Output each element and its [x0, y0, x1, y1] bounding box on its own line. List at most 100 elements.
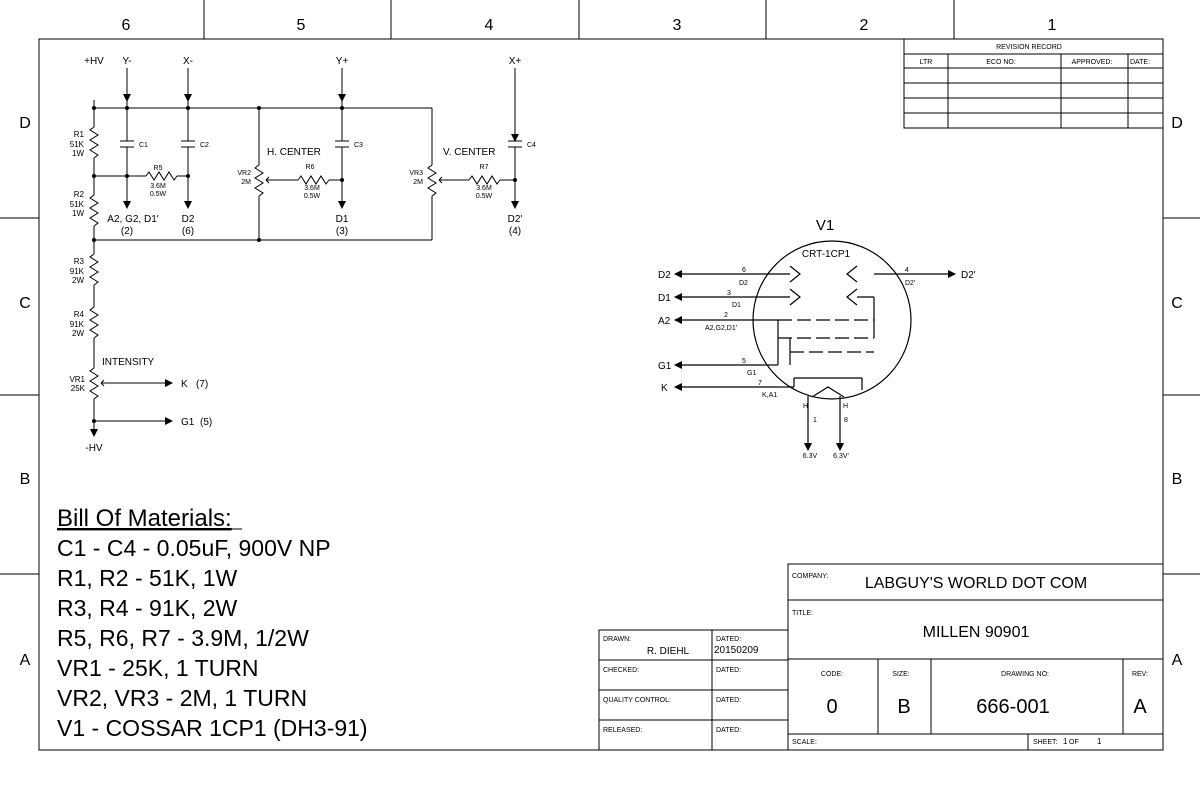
zone-col-1: 1: [1048, 17, 1057, 34]
out-d1-name: D1: [336, 214, 349, 225]
bom-line: R1, R2 - 51K, 1W: [57, 565, 238, 591]
r3-rating: 2W: [72, 276, 84, 285]
bom-line: C1 - C4 - 0.05uF, 900V NP: [57, 535, 331, 561]
out-d2-name: D2: [182, 214, 195, 225]
zone-row-b-left: B: [20, 471, 31, 488]
r2-value: 51K: [70, 200, 85, 209]
c2-ref: C2: [200, 142, 209, 149]
tube-net-g1: G1: [658, 361, 672, 372]
bom-title: Bill Of Materials:: [57, 505, 232, 532]
tube-net-a2: A2: [658, 316, 671, 327]
vr1-resistor: [89, 367, 99, 400]
drawn-dated-label: DATED:: [716, 636, 741, 643]
junction-dots: [92, 106, 517, 423]
network-labels: +HV Y- X- Y+ X+ -HV R1 51K 1W R2 51K 1W …: [69, 56, 536, 454]
title-block: COMPANY: LABGUY'S WORLD DOT COM TITLE: M…: [598, 563, 1164, 751]
zone-col-3: 3: [673, 17, 682, 34]
released-dated-label: DATED:: [716, 727, 741, 734]
zone-col-4: 4: [485, 17, 494, 34]
rail-hv-neg: -HV: [85, 443, 103, 454]
vr3-ref: VR3: [409, 170, 423, 177]
drawing-title: MILLEN 90901: [923, 624, 1030, 641]
r5-resistor: [145, 171, 178, 181]
vr2-ref: VR2: [237, 170, 251, 177]
out-d2p-pin: (4): [509, 226, 521, 237]
rev-header-ltr: LTR: [920, 59, 933, 66]
qc-label: QUALITY CONTROL:: [603, 697, 671, 704]
zone-col-5: 5: [297, 17, 306, 34]
r6-resistor: [297, 175, 330, 185]
zone-row-a-right: A: [1172, 652, 1183, 669]
r4-rating: 2W: [72, 329, 84, 338]
size-label: SIZE:: [892, 671, 910, 678]
r7-rating: 0.5W: [476, 193, 493, 200]
tube-lbl-k: K,A1: [762, 392, 777, 399]
drawing-no: 666-001: [976, 696, 1049, 718]
tube-pin-5: 5: [742, 358, 746, 365]
company-label: COMPANY:: [792, 573, 828, 580]
tube-lbl-g1: G1: [747, 370, 756, 377]
bom-line: R3, R4 - 91K, 2W: [57, 595, 238, 621]
vr1-value: 25K: [71, 384, 86, 393]
zone-row-b-right: B: [1172, 471, 1183, 488]
tube-lbl-a2: A2,G2,D1': [705, 325, 737, 332]
r5-rating: 0.5W: [150, 191, 167, 198]
rev-header-eco: ECO NO:: [986, 59, 1016, 66]
vr3-value: 2M: [413, 179, 423, 186]
drawing-no-label: DRAWING NO:: [1001, 671, 1049, 678]
vr3-resistor: [427, 164, 437, 197]
qc-dated-label: DATED:: [716, 697, 741, 704]
zone-row-c-left: C: [19, 295, 31, 312]
tube-net-d2: D2: [658, 270, 671, 281]
r3-ref: R3: [74, 257, 85, 266]
r2-rating: 1W: [72, 209, 84, 218]
r6-rating: 0.5W: [304, 193, 321, 200]
heater-h1-label: H: [803, 403, 808, 410]
r5-value: 3.6M: [150, 183, 166, 190]
tube-lbl-d2p: D2': [905, 280, 915, 287]
tube-net-d2p: D2': [961, 270, 976, 281]
r1-resistor: [89, 126, 99, 159]
zone-row-d-left: D: [19, 115, 31, 132]
drawn-by: R. DIEHL: [647, 646, 690, 657]
r1-value: 51K: [70, 140, 85, 149]
r3-resistor: [89, 253, 99, 286]
released-label: RELEASED:: [603, 727, 642, 734]
r4-value: 91K: [70, 320, 85, 329]
crt-tube: V1 CRT-1CP1 D2 D1 A2 G1 K D2' 6 D2 3 D1 …: [658, 217, 976, 460]
tube-pin-3: 3: [727, 290, 731, 297]
tube-type: CRT-1CP1: [802, 249, 851, 260]
c3-ref: C3: [354, 142, 363, 149]
heater-pin-1: 1: [813, 417, 817, 424]
out-k-pin: (7): [196, 379, 208, 390]
out-a2-name: A2, G2, D1': [107, 214, 158, 225]
rail-y-neg: Y-: [122, 56, 131, 67]
rev-value: A: [1133, 696, 1147, 718]
checked-label: CHECKED:: [603, 667, 639, 674]
sheet-number: 1: [1063, 737, 1068, 746]
out-d1-pin: (3): [336, 226, 348, 237]
checked-dated-label: DATED:: [716, 667, 741, 674]
out-g1-name: G1: [181, 417, 195, 428]
drawn-label: DRAWN:: [603, 636, 631, 643]
tube-net-k: K: [661, 383, 668, 394]
heater-supply-1: 6.3V: [803, 453, 818, 460]
sheet-label: SHEET:: [1033, 739, 1058, 746]
zone-labels: 6 5 4 3 2 1 D C B A D C B A: [19, 17, 1183, 669]
bom-line: VR1 - 25K, 1 TURN: [57, 655, 259, 681]
heater-h8-label: H: [843, 403, 848, 410]
scale-label: SCALE:: [792, 739, 817, 746]
zone-col-2: 2: [860, 17, 869, 34]
divider-network: [89, 68, 522, 437]
rev-header-date: DATE:: [1130, 59, 1150, 66]
size-value: B: [897, 696, 910, 718]
tube-pin-6: 6: [742, 267, 746, 274]
revision-record-title: REVISION RECORD: [996, 44, 1062, 51]
vr3-label: V. CENTER: [443, 147, 495, 158]
bom-line: V1 - COSSAR 1CP1 (DH3-91): [57, 715, 368, 741]
vr2-resistor: [254, 164, 264, 197]
vr1-ref: VR1: [69, 375, 85, 384]
drawn-date: 20150209: [714, 645, 759, 656]
r5-ref: R5: [154, 165, 163, 172]
rev-header-approved: APPROVED:: [1072, 59, 1113, 66]
